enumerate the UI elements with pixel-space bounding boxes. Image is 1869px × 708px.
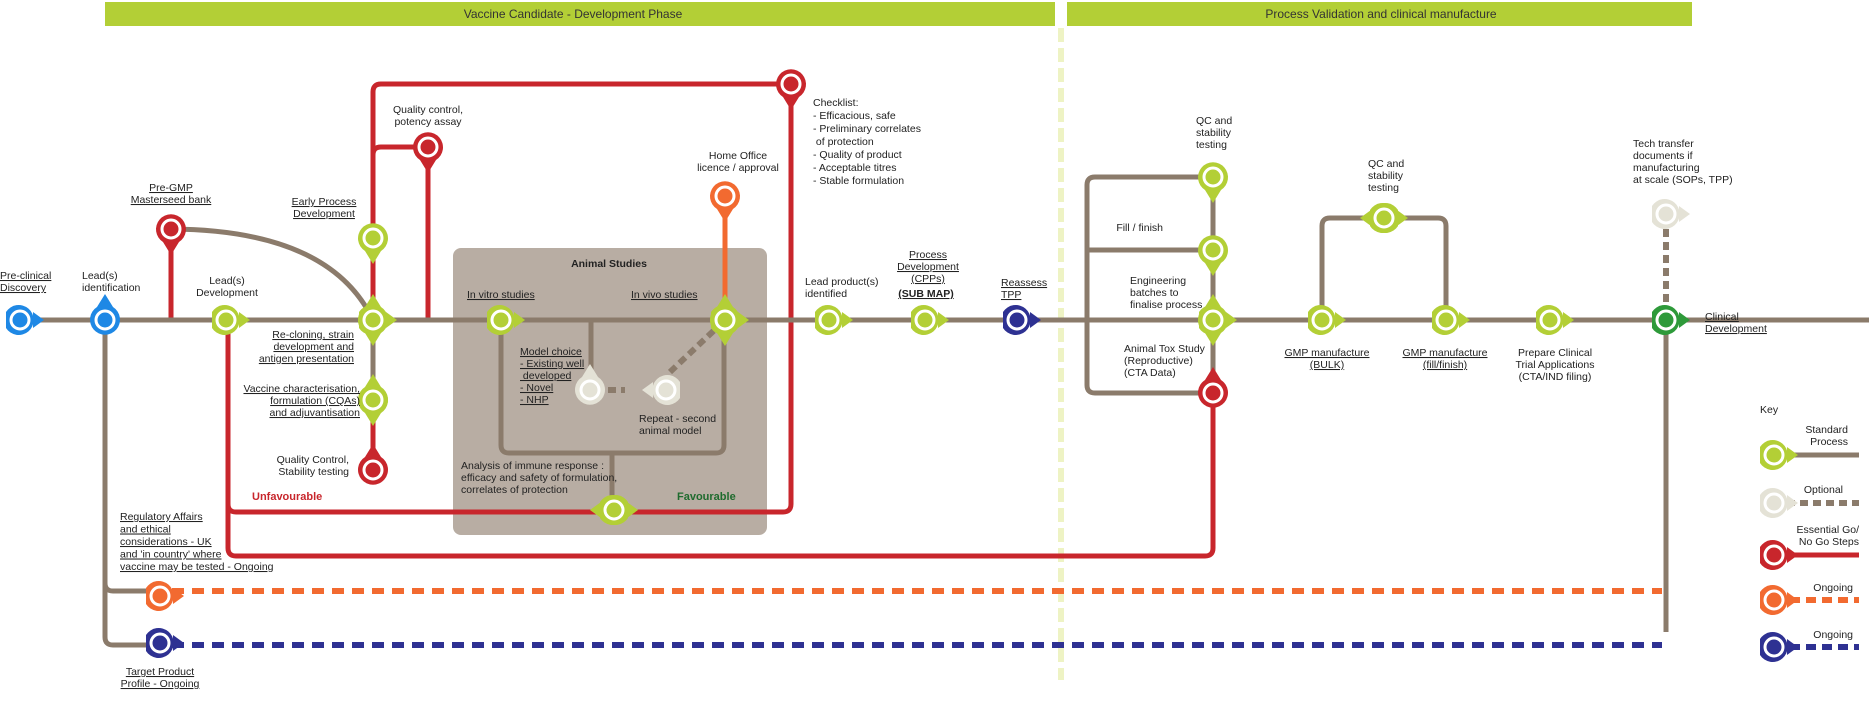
pin-engineering-batches[interactable] xyxy=(1198,294,1237,346)
pin-in-vivo[interactable] xyxy=(710,294,749,346)
pin-fill-finish[interactable] xyxy=(1198,235,1228,276)
in-vitro-label: In vitro studies xyxy=(467,289,535,301)
checklist-label: Checklist:- Efficacious, safe- Prelimina… xyxy=(813,97,921,187)
pin-leads-development[interactable] xyxy=(212,305,250,335)
pin-analysis-immune[interactable] xyxy=(590,495,638,525)
pin-qc-stability-1[interactable] xyxy=(1198,162,1228,203)
animal-tox-label: Animal Tox Study(Reproductive)(CTA Data) xyxy=(1124,343,1206,379)
pin-tech-transfer[interactable] xyxy=(1652,199,1690,229)
key-pin-ongoing-orange xyxy=(1760,585,1798,615)
fill-finish-label: Fill / finish xyxy=(1116,222,1163,234)
lead-products-label: Lead product(s)identified xyxy=(805,276,879,300)
key-label-essential: Essential Go/No Go Steps xyxy=(1797,524,1860,548)
pin-model-choice[interactable] xyxy=(575,364,605,405)
gmp-fill-label: GMP manufacture(fill/finish) xyxy=(1402,347,1487,371)
phase-header-validation: Process Validation and clinical manufact… xyxy=(1067,2,1692,26)
favourable-label: Favourable xyxy=(677,491,736,503)
qc-potency-label: Quality control,potency assay xyxy=(393,104,463,128)
pin-target-product-profile[interactable] xyxy=(146,628,184,658)
pin-repeat-model[interactable] xyxy=(642,375,680,405)
pin-qc-potency[interactable] xyxy=(413,132,443,173)
pin-gmp-fill[interactable] xyxy=(1432,305,1470,335)
gmp-bulk-label: GMP manufacture(BULK) xyxy=(1284,347,1369,371)
leads-development-label: Lead(s)Development xyxy=(196,275,258,299)
sub-map-label: (SUB MAP) xyxy=(898,288,953,300)
unfavourable-label: Unfavourable xyxy=(252,491,322,503)
analysis-immune-label: Analysis of immune response :efficacy an… xyxy=(461,460,617,496)
pin-vaccine-characterisation[interactable] xyxy=(358,374,388,426)
pin-in-vitro[interactable] xyxy=(487,305,525,335)
pin-clinical-development[interactable] xyxy=(1652,305,1690,335)
pin-regulatory-affairs[interactable] xyxy=(146,581,184,611)
key-pin-essential xyxy=(1760,540,1798,570)
pin-qc-stability-2[interactable] xyxy=(1360,203,1408,233)
pin-animal-tox[interactable] xyxy=(1198,367,1228,408)
pin-pregmp-masterseed[interactable] xyxy=(156,214,186,255)
in-vivo-label: In vivo studies xyxy=(631,289,698,301)
animal-studies-title: Animal Studies xyxy=(571,258,647,270)
phase-title-development: Vaccine Candidate - Development Phase xyxy=(464,7,683,21)
pin-lead-products[interactable] xyxy=(815,305,853,335)
key-label-optional: Optional xyxy=(1804,484,1843,496)
qc-stability-label: Quality Control,Stability testing xyxy=(277,454,350,478)
phase-title-validation: Process Validation and clinical manufact… xyxy=(1265,7,1497,21)
pin-home-office[interactable] xyxy=(710,181,740,222)
pin-reassess-tpp[interactable] xyxy=(1003,305,1041,335)
pin-qc-stability[interactable] xyxy=(358,444,388,485)
phase-header-development: Vaccine Candidate - Development Phase xyxy=(105,2,1055,26)
dashed-lines xyxy=(172,229,1859,650)
pin-checklist-gate[interactable] xyxy=(776,69,806,110)
pin-gmp-bulk[interactable] xyxy=(1308,305,1346,335)
key-pin-optional xyxy=(1760,488,1798,518)
pin-recloning-hub[interactable] xyxy=(358,294,397,346)
key-pin-standard xyxy=(1760,440,1798,470)
key-title: Key xyxy=(1760,404,1779,416)
leads-identification-label: Lead(s)identification xyxy=(82,270,141,294)
key-label-ongoing-navy: Ongoing xyxy=(1813,629,1853,641)
key-pin-ongoing-navy xyxy=(1760,632,1798,662)
vaccine-characterisation-label: Vaccine characterisation,formulation (CQ… xyxy=(243,383,360,419)
pin-process-development[interactable] xyxy=(911,305,949,335)
model-choice-label: Model choice- Existing well developed- N… xyxy=(520,346,584,406)
pin-preclinical-discovery[interactable] xyxy=(6,305,44,335)
pin-leads-identification[interactable] xyxy=(90,294,120,335)
key-label-ongoing-orange: Ongoing xyxy=(1813,582,1853,594)
pin-early-process-dev[interactable] xyxy=(358,223,388,264)
pin-prepare-cta[interactable] xyxy=(1536,305,1574,335)
